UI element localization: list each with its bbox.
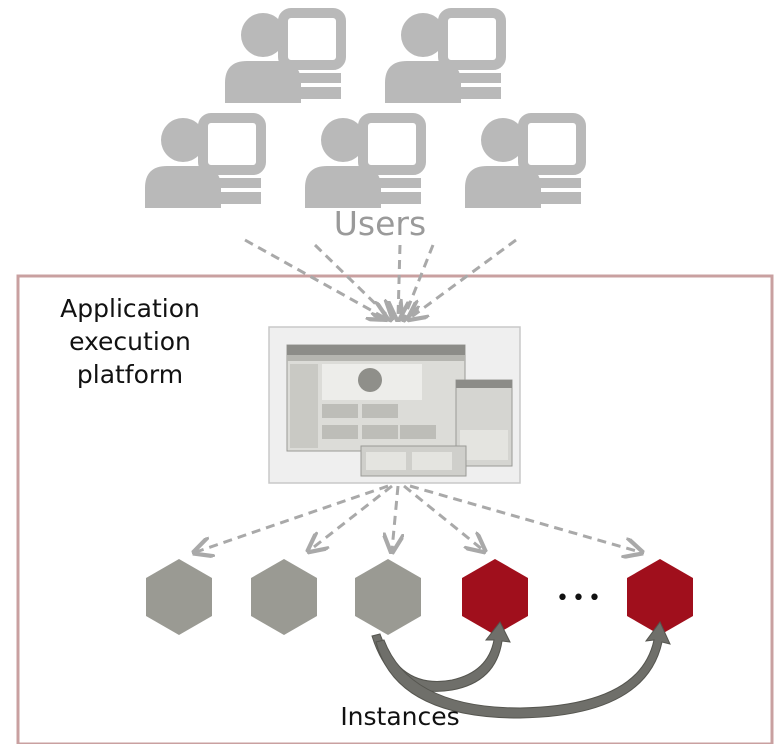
dashed-arrow-icon: [392, 485, 398, 550]
user-at-computer-icon: [385, 13, 501, 103]
incoming-arrows: [244, 238, 517, 318]
instances-label: Instances: [340, 702, 460, 731]
dashed-arrow-icon: [310, 484, 393, 550]
dashed-arrow-icon: [404, 244, 435, 318]
user-at-computer-icon: [305, 118, 421, 208]
app-screenshot-icon: [268, 326, 521, 484]
dashed-arrow-icon: [409, 484, 640, 552]
dashed-arrow-icon: [244, 238, 385, 318]
dashed-arrow-icon: [398, 244, 400, 318]
dashed-arrow-icon: [196, 484, 389, 552]
user-at-computer-icon: [145, 118, 261, 208]
user-at-computer-icon: [225, 13, 341, 103]
hexagon-instance-icon: [251, 559, 317, 635]
hexagon-instance-icon: [355, 559, 421, 635]
curved-arrow-icon: [375, 621, 671, 719]
dashed-arrow-icon: [403, 484, 483, 550]
users-group: [145, 13, 581, 208]
hexagon-instance-icon: [462, 559, 528, 635]
users-label: Users: [333, 204, 427, 243]
user-at-computer-icon: [465, 118, 581, 208]
platform-frame: [16, 274, 774, 744]
hexagon-instance-icon: [146, 559, 212, 635]
outgoing-arrows: [196, 484, 640, 552]
ellipsis-label: •••: [556, 586, 604, 611]
platform-label: Application execution platform: [60, 294, 200, 389]
migration-arrows: [371, 621, 671, 719]
dashed-arrow-icon: [313, 243, 390, 318]
dashed-arrow-icon: [410, 238, 517, 318]
instances-group: [146, 559, 693, 635]
